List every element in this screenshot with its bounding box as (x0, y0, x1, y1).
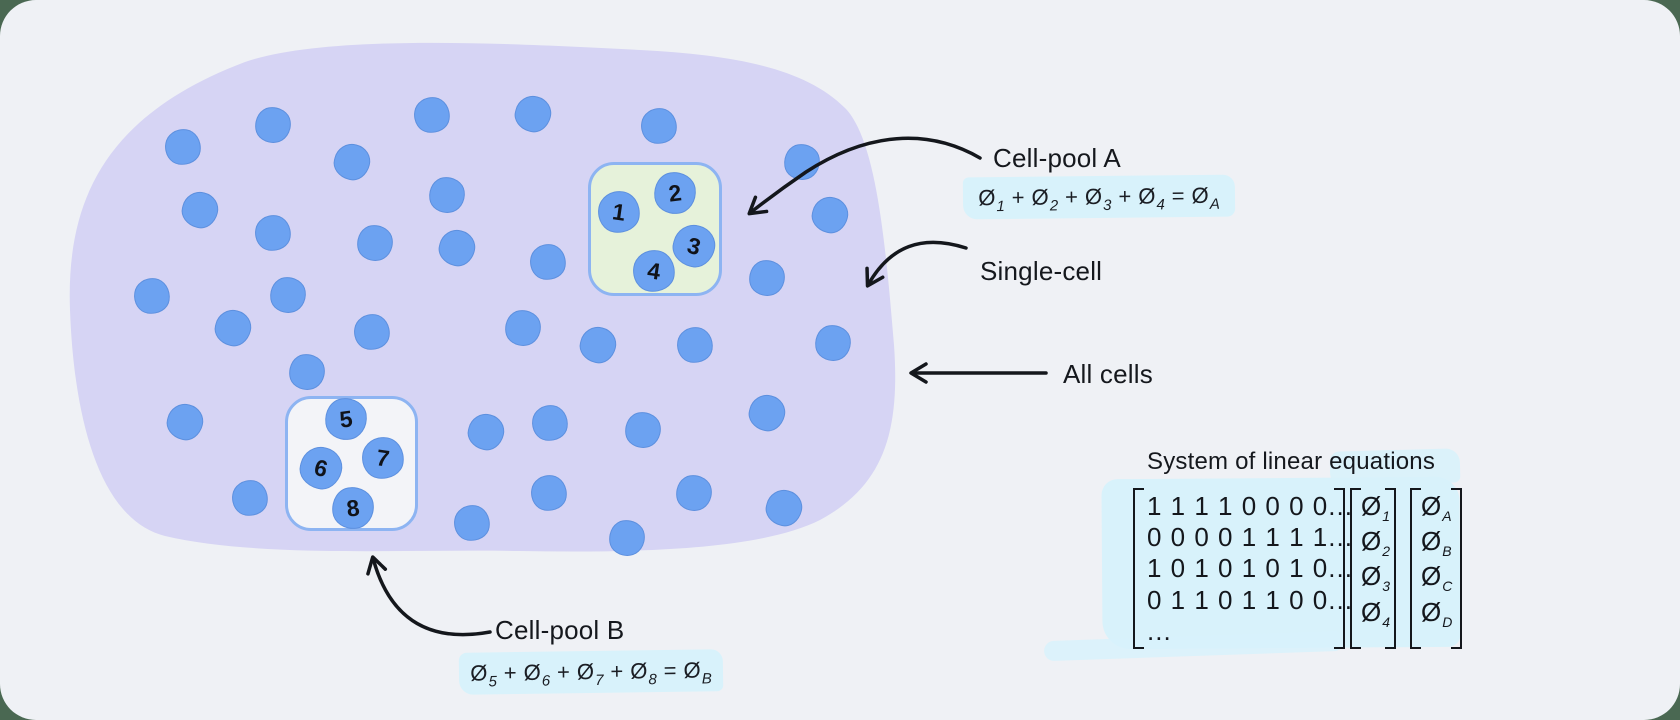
cell-pool-b-label: Cell-pool B (495, 615, 625, 645)
vector-entry: Ø4 (1361, 596, 1391, 630)
numbered-cell-8: 8 (329, 484, 377, 532)
matrix-row: 1 1 1 1 0 0 0 0... (1147, 491, 1353, 521)
coefficient-matrix: 1 1 1 1 0 0 0 0...0 0 0 0 1 1 1 1...1 0 … (1133, 488, 1352, 649)
vector-entry: ØC (1421, 561, 1453, 595)
numbered-cell-7: 7 (359, 434, 407, 482)
matrix-row: 1 0 1 0 1 0 1 0... (1147, 553, 1353, 584)
vector-bracket-left (1350, 488, 1361, 649)
matrix-row: 0 1 1 0 1 1 0 0... (1147, 584, 1353, 615)
matrix-bracket-right (1334, 488, 1345, 649)
matrix-rows: 1 1 1 1 0 0 0 0...0 0 0 0 1 1 1 1...1 0 … (1147, 491, 1353, 647)
vector-entry: Ø1 (1361, 491, 1391, 524)
vector-entry: ØB (1421, 526, 1452, 560)
numbered-cell-2: 2 (651, 169, 699, 217)
vector-entry: Ø3 (1361, 561, 1391, 595)
result-bracket-right (1451, 488, 1462, 649)
numbered-cell-6: 6 (295, 442, 347, 494)
matrix-bracket-left (1133, 488, 1144, 649)
vector-bracket-right (1385, 488, 1396, 649)
matrix-row: ... (1147, 615, 1172, 646)
matrix-row: 0 0 0 0 1 1 1 1... (1147, 522, 1353, 553)
numbered-cell-3: 3 (668, 220, 720, 272)
result-bracket-left (1410, 488, 1421, 649)
numbered-cell-1: 1 (595, 188, 643, 236)
cell-pool-a-label: Cell-pool A (993, 143, 1121, 173)
vector-entry: ØD (1421, 596, 1453, 630)
vector-entry: Ø2 (1361, 526, 1391, 560)
numbered-cell-4: 4 (630, 247, 678, 295)
vector-entry: ØA (1421, 491, 1452, 524)
all-cells-label: All cells (1063, 359, 1153, 389)
single-cell-label: Single-cell (980, 256, 1103, 286)
system-title: System of linear equations (1147, 448, 1436, 475)
numbered-cell-5: 5 (322, 395, 370, 443)
